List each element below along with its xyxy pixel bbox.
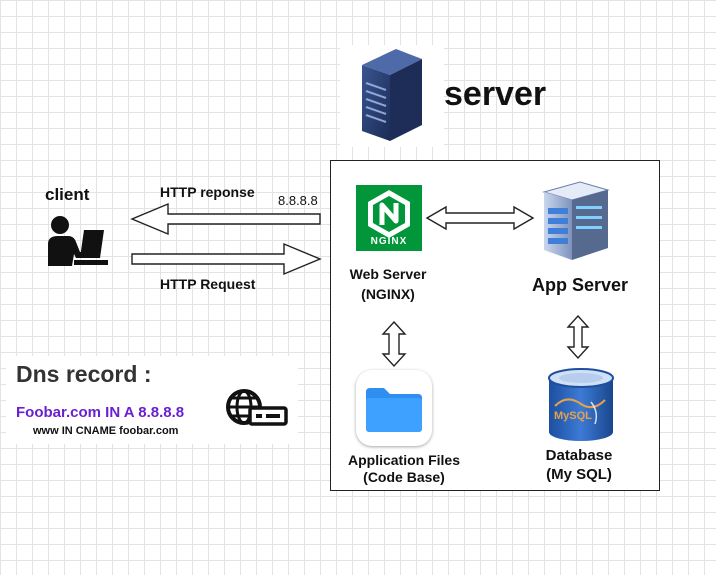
- web-app-double-arrow: [425, 205, 535, 231]
- globe-record-icon: [226, 389, 288, 426]
- dns-title: Dns record :: [16, 361, 152, 387]
- database-title: Database: [545, 447, 613, 464]
- header-server-icon-box: [340, 45, 444, 147]
- app-server-icon: [542, 181, 610, 260]
- http-response-label: HTTP reponse: [160, 184, 255, 200]
- nginx-logo-text: NGINX: [370, 236, 408, 247]
- ip-address-label: 8.8.8.8: [278, 193, 318, 208]
- mysql-logo-text: MySQL: [554, 410, 592, 422]
- nginx-logo: NGINX: [356, 185, 422, 251]
- http-request-label: HTTP Request: [160, 276, 256, 292]
- database-subtitle: (My SQL): [546, 466, 612, 483]
- nginx-hexagon-icon: [368, 190, 410, 238]
- mysql-database-icon: [548, 368, 614, 441]
- http-request-arrow: [131, 242, 322, 276]
- web-server-label: Web Server (NGINX): [330, 264, 446, 304]
- web-server-subtitle: (NGINX): [361, 286, 415, 302]
- client-label: client: [45, 185, 90, 204]
- app-server-label: App Server: [531, 275, 629, 295]
- page-title: server: [444, 75, 547, 113]
- server-rack-icon: [362, 49, 422, 141]
- folder-icon: [366, 388, 422, 432]
- dns-a-record: Foobar.com IN A 8.8.8.8: [16, 404, 185, 421]
- http-response-arrow: [130, 202, 321, 236]
- web-server-title: Web Server: [349, 266, 427, 282]
- app-db-double-arrow: [566, 314, 590, 360]
- app-files-subtitle: (Code Base): [363, 469, 445, 485]
- person-at-laptop-icon: [48, 216, 108, 266]
- app-files-label: Application Files (Code Base): [336, 452, 472, 486]
- app-files-title: Application Files: [347, 452, 460, 468]
- web-files-double-arrow: [381, 320, 407, 368]
- database-label: Database (My SQL): [526, 446, 632, 484]
- folder-icon-tile: [356, 370, 432, 446]
- dns-cname-record: www IN CNAME foobar.com: [33, 425, 179, 437]
